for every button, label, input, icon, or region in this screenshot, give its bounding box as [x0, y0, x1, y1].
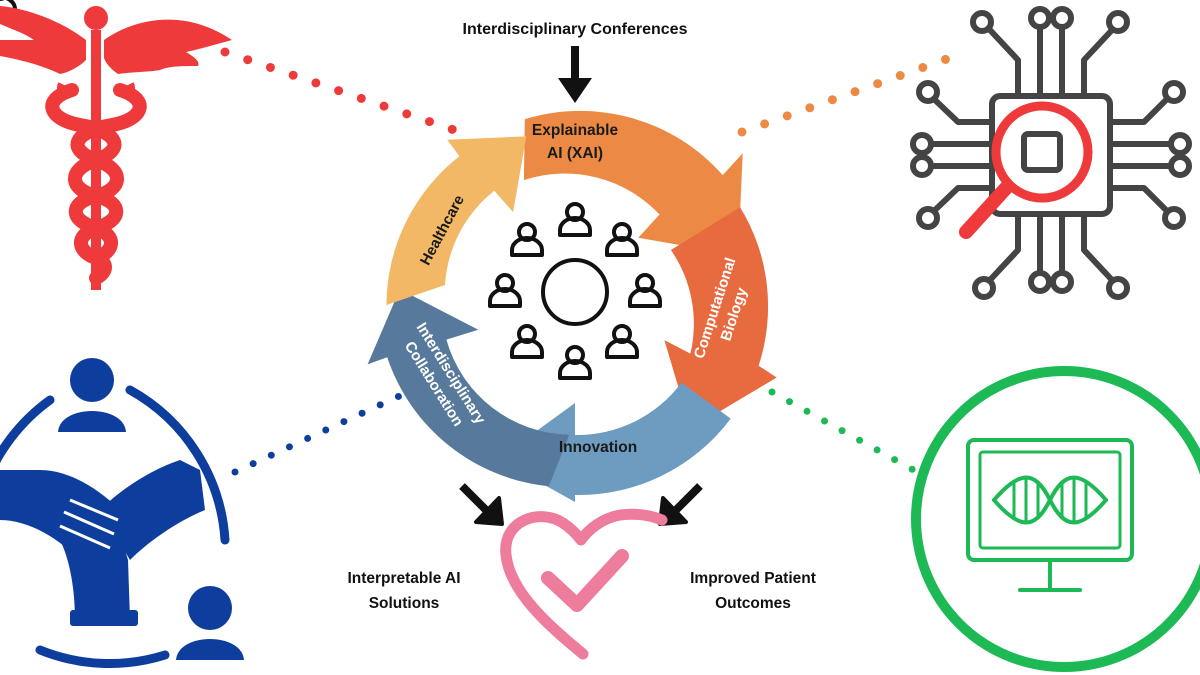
cycle-segment-healthcare [386, 136, 527, 305]
connector-collaboration [231, 388, 412, 476]
output-label-left: Interpretable AI [347, 570, 460, 587]
ai-chip-magnifier-icon [910, 6, 1192, 300]
cycle-segment-computational-biology [664, 207, 777, 429]
cycle-segment-innovation [498, 382, 731, 502]
caduceus-icon [0, 6, 232, 290]
cycle-label-xai: Explainable [532, 122, 619, 139]
top-input-label: Interdisciplinary Conferences [463, 21, 688, 38]
cycle-label-innovation: Innovation [559, 439, 637, 456]
output-label-right: Improved Patient [690, 570, 816, 587]
heart-check-icon [500, 508, 668, 660]
people-circle-icon [0, 0, 662, 380]
top-input-arrow [558, 46, 592, 103]
cycle-label-xai-line2: AI (XAI) [547, 145, 603, 162]
cycle-ring [367, 110, 777, 502]
cycle-segment-xai [523, 110, 743, 256]
dna-monitor-icon [911, 366, 1200, 672]
cycle-segment-interdisciplinary-collaboration [367, 289, 570, 487]
connector-biology [768, 388, 932, 482]
output-label-left-line2: Solutions [369, 595, 440, 612]
collaboration-hands-icon [0, 358, 244, 669]
connector-healthcare [220, 47, 465, 137]
output-arrow-left [459, 483, 504, 526]
output-label-right-line2: Outcomes [715, 595, 791, 612]
connector-ai [737, 51, 960, 137]
